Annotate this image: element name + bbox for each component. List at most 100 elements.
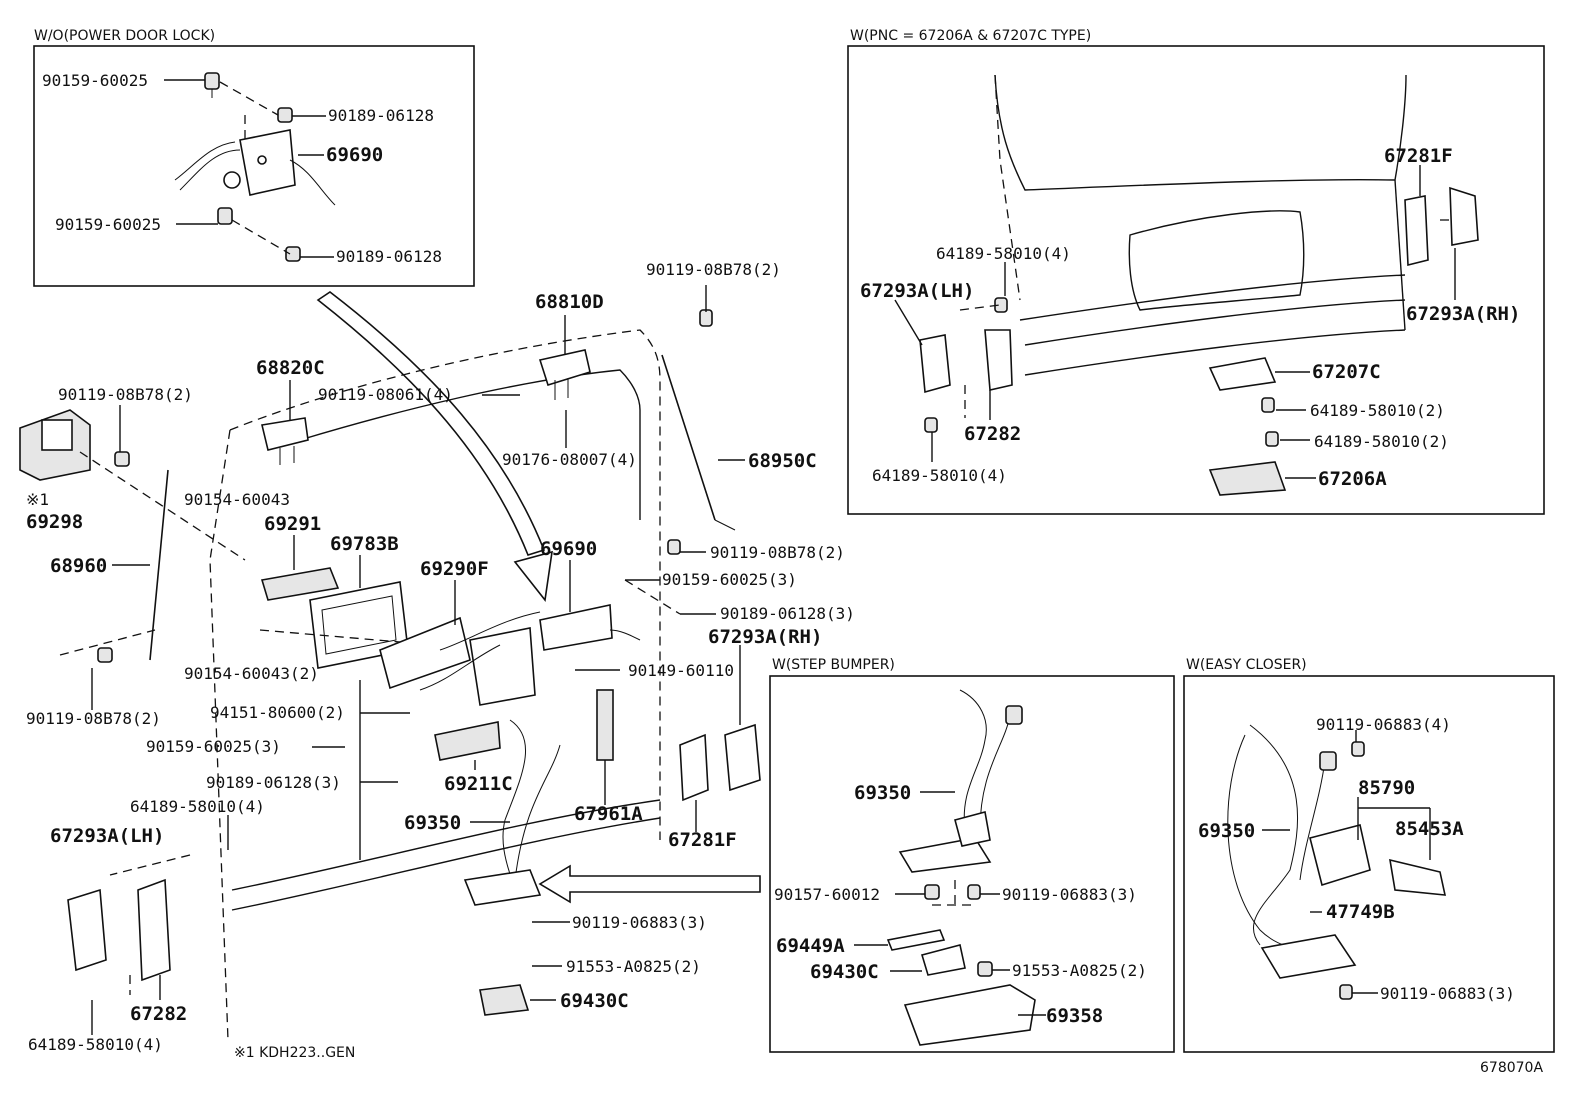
connector-icon [1005, 705, 1023, 725]
part-label: 69449A [776, 935, 845, 957]
part-label: 69291 [264, 513, 321, 535]
part-label: 67293A(RH) [1406, 303, 1520, 325]
part-label: 90159-60025(3) [662, 570, 797, 589]
part-label: 68950C [748, 450, 817, 472]
part-label: 90119-08061(4) [318, 385, 453, 404]
part-label: 90119-06883(3) [1002, 885, 1137, 904]
bolt-icon [967, 884, 981, 900]
part-label: 68960 [50, 555, 107, 577]
gas-strut-icon [97, 451, 169, 663]
arrow-left-icon [538, 864, 761, 904]
striker-icon [479, 984, 530, 1016]
inset-w-pnc: W(PNC = 67206A & 67207C TYPE) [847, 28, 1545, 515]
part-label: 90159-60025(3) [146, 737, 281, 756]
inset-frame-step-bumper [769, 675, 1175, 1053]
striker-bracket-icon [724, 723, 761, 792]
hinge-icon [538, 349, 591, 400]
step-pad-icon [19, 409, 91, 481]
part-label: 64189-58010(2) [1310, 401, 1445, 420]
part-label: 90176-08007(4) [502, 450, 637, 469]
bolt-icon [204, 72, 220, 98]
closer-motor-icon [1309, 824, 1371, 887]
latch-cable-icon [463, 719, 561, 906]
part-label: 90119-08B78(2) [26, 709, 161, 728]
part-label: 85453A [1395, 818, 1464, 840]
bracket-icon [137, 878, 171, 982]
connector-icon [1319, 751, 1337, 771]
part-label: 69690 [540, 538, 597, 560]
bolt-icon [924, 417, 938, 433]
part-label: 90149-60110 [628, 661, 734, 680]
part-label: 64189-58010(4) [28, 1035, 163, 1054]
bracket-icon [886, 929, 946, 951]
part-label: 47749B [1326, 901, 1395, 923]
handle-icon [434, 721, 501, 761]
part-label: 69430C [810, 961, 879, 983]
part-label: 90119-06883(4) [1316, 715, 1451, 734]
diagram-code: 678070A [1480, 1060, 1543, 1076]
bracket-icon [1404, 186, 1479, 267]
seal-strip-icon [596, 689, 614, 761]
part-label: 90119-08B78(2) [58, 385, 193, 404]
part-label: 69358 [1046, 1005, 1103, 1027]
part-label: 90154-60043 [184, 490, 290, 509]
bolt-icon [1265, 431, 1279, 447]
bolt-icon [924, 884, 940, 900]
lock-assembly-icon [379, 604, 641, 706]
clip-icon [285, 246, 301, 262]
part-label: 64189-58010(2) [1314, 432, 1449, 451]
bolt-icon [217, 207, 233, 225]
garnish-icon [260, 567, 340, 601]
clip-icon [277, 107, 293, 123]
part-label: 90159-60025 [55, 215, 161, 234]
part-label: 64189-58010(4) [130, 797, 265, 816]
inset-title-wo-power-door-lock: W/O(POWER DOOR LOCK) [34, 28, 215, 44]
inset-title-w-step-bumper: W(STEP BUMPER) [772, 657, 895, 673]
part-label: 85790 [1358, 777, 1415, 799]
striker-icon [920, 944, 966, 976]
part-label: 67293A(RH) [708, 626, 822, 648]
part-label: 91553-A0825(2) [1012, 961, 1147, 980]
inset-frame-pnc [847, 45, 1545, 515]
part-label: 90157-60012 [774, 885, 880, 904]
part-label: 90154-60043(2) [184, 664, 319, 683]
part-label: 69298 [26, 511, 83, 533]
part-label: 67207C [1312, 361, 1381, 383]
gas-strut-icon [661, 309, 736, 555]
part-label: 90119-06883(3) [572, 913, 707, 932]
part-label: 69690 [326, 144, 383, 166]
part-label: 91553-A0825(2) [566, 957, 701, 976]
part-label: 90119-06883(3) [1380, 984, 1515, 1003]
part-label: 64189-58010(4) [872, 466, 1007, 485]
inset-title-w-easy-closer: W(EASY CLOSER) [1186, 657, 1307, 673]
part-label: 69290F [420, 558, 489, 580]
part-label: 90119-08B78(2) [710, 543, 845, 562]
part-label: 68810D [535, 291, 604, 313]
part-label: 67206A [1318, 468, 1387, 490]
inset-w-step-bumper: W(STEP BUMPER) 69350 90157-60012 90119-0… [769, 657, 1175, 1053]
hinge-icon [261, 417, 309, 465]
part-label: 90119-08B78(2) [646, 260, 781, 279]
note-mark: ※1 [26, 490, 49, 509]
striker-icon [1208, 357, 1277, 391]
part-label: 67281F [668, 829, 737, 851]
bolt-icon [1339, 984, 1353, 1000]
bracket-icon [67, 888, 107, 972]
inset-frame-easy-closer [1183, 675, 1555, 1053]
inset-frame-wo [33, 45, 475, 287]
part-label: 64189-58010(4) [936, 244, 1071, 263]
part-label: 67282 [130, 1003, 187, 1025]
leader-lines [59, 285, 745, 1035]
part-label: 90189-06128 [328, 106, 434, 125]
part-label: 90189-06128(3) [720, 604, 855, 623]
part-label: 94151-80600(2) [210, 703, 345, 722]
motor-icon [1389, 858, 1447, 896]
reference-arrow [316, 291, 553, 602]
part-label: 90159-60025 [42, 71, 148, 90]
bolt-icon [1351, 741, 1365, 757]
part-label: 67281F [1384, 145, 1453, 167]
inset-w-easy-closer: W(EASY CLOSER) 90119-06883(4) 85790 6935… [1183, 657, 1555, 1053]
part-label: 67293A(LH) [50, 825, 164, 847]
part-label: 68820C [256, 357, 325, 379]
